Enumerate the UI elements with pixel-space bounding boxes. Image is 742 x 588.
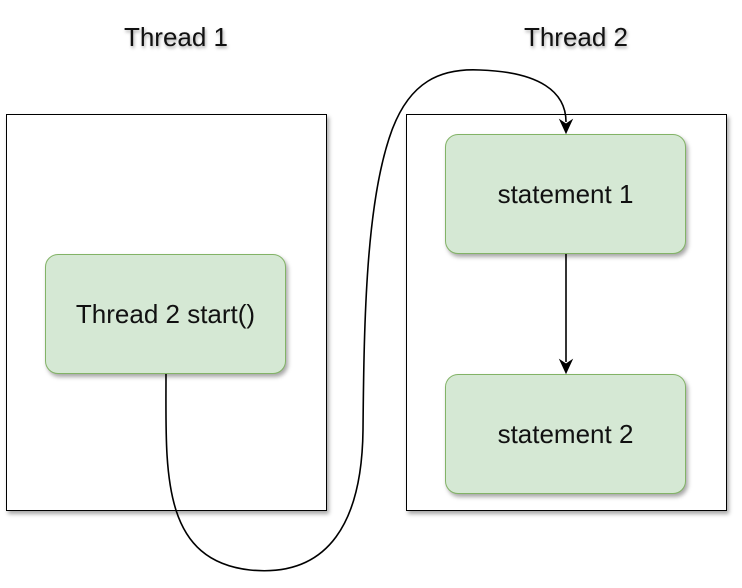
thread-2-start-node: Thread 2 start() (45, 254, 286, 374)
statement-2-node: statement 2 (445, 374, 686, 494)
thread-2-title: Thread 2 (523, 22, 629, 52)
statement-1-node: statement 1 (445, 134, 686, 254)
thread-1-title: Thread 1 (123, 22, 229, 52)
